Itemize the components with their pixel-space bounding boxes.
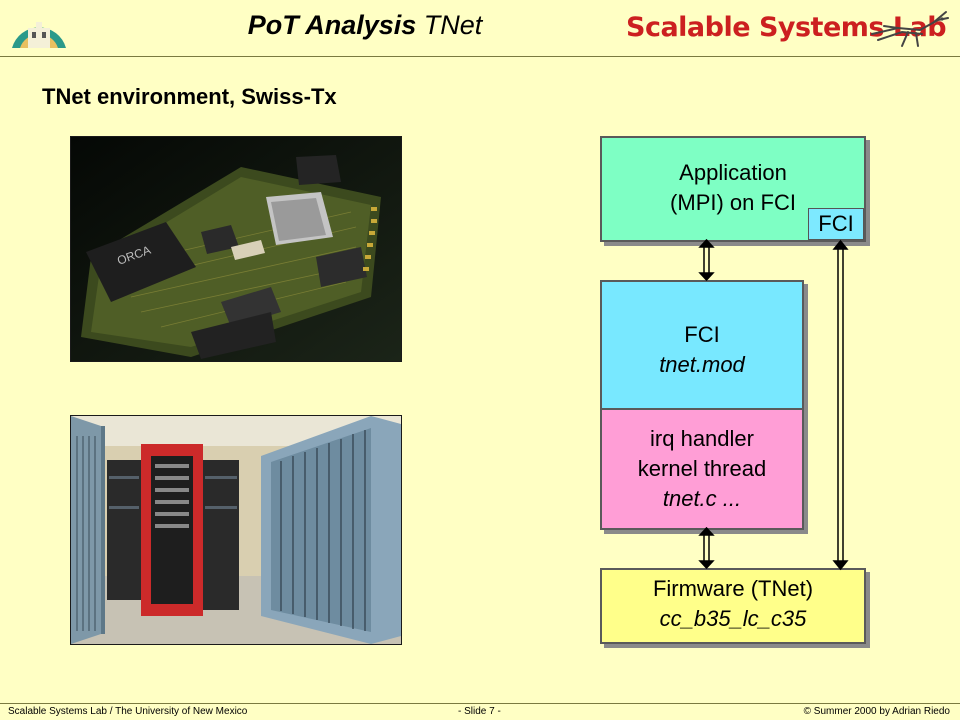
firmware-line1: Firmware (TNet) (652, 576, 814, 601)
fci-interface-tag: FCI (808, 208, 864, 240)
application-line2: (MPI) on FCI (670, 190, 796, 215)
irq-firmware-arrow (698, 526, 715, 570)
footer-slide-number: - Slide 7 - (458, 706, 501, 717)
fci-driver-line1: FCI (684, 322, 720, 347)
roadrunner-icon (868, 8, 952, 50)
irq-line2: kernel thread (637, 456, 767, 481)
firmware-box: Firmware (TNet) cc_b35_lc_c35 (600, 568, 866, 644)
swiss-tx-racks-photo (70, 415, 402, 645)
university-logo (8, 6, 70, 50)
firmware-line2: cc_b35_lc_c35 (659, 606, 807, 631)
fci-driver-line2: tnet.mod (659, 352, 745, 377)
footer-divider (0, 703, 960, 704)
fci-driver-box: FCI tnet.mod (600, 280, 804, 412)
slide-title-bold: PoT Analysis (247, 10, 417, 40)
slide-subtitle: TNet environment, Swiss-Tx (42, 84, 337, 109)
slide-title-rest: TNet (423, 10, 483, 40)
irq-handler-box: irq handler kernel thread tnet.c ... (600, 408, 804, 530)
footer-left: Scalable Systems Lab / The University of… (8, 706, 248, 717)
fci-firmware-arrow (832, 239, 849, 571)
irq-line1: irq handler (650, 426, 754, 451)
app-driver-arrow (698, 238, 715, 282)
irq-line3: tnet.c ... (662, 486, 742, 511)
header-divider (0, 56, 960, 57)
network-card-photo: ORCA (70, 136, 402, 362)
footer-right: © Summer 2000 by Adrian Riedo (803, 706, 950, 717)
slide-title: PoT Analysis TNet (0, 10, 730, 41)
application-line1: Application (679, 160, 787, 185)
